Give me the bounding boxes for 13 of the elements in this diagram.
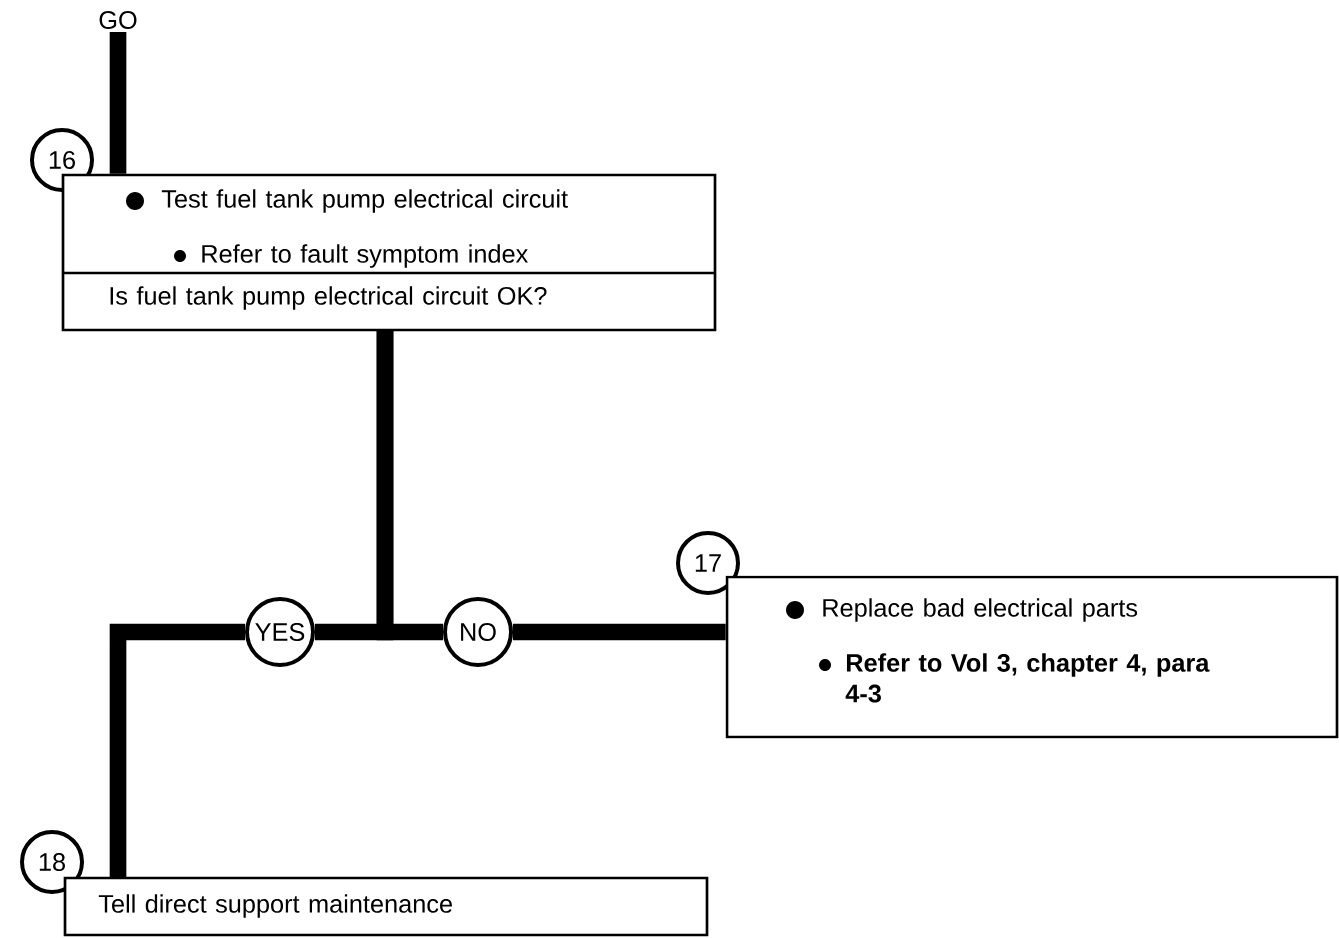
start-label: GO: [99, 11, 137, 29]
step-box: [725, 575, 1339, 739]
step-text: Replace bad electrical parts: [823, 598, 1138, 622]
step-text: Refer to fault symptom index: [202, 244, 528, 268]
flow-line: [513, 623, 726, 641]
flow-line: [109, 31, 127, 174]
step-text: Tell direct support maintenance: [98, 894, 452, 918]
step-text: Is fuel tank pump electrical circuit OK?: [110, 286, 547, 310]
step-text: Test fuel tank pump electrical circuit: [161, 189, 568, 213]
step-box: [63, 876, 709, 937]
flow-line: [109, 623, 245, 878]
step-box: [61, 173, 717, 332]
step-text: Refer to Vol 3, chapter 4, para 4-3: [845, 653, 1210, 703]
